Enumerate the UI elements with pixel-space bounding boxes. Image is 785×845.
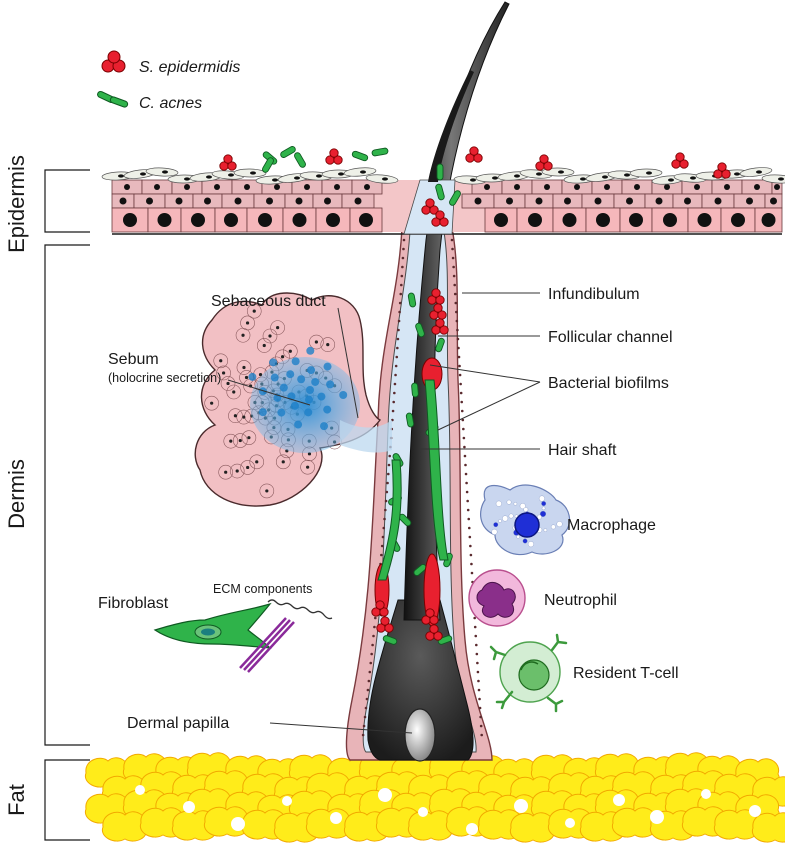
label-neutrophil: Neutrophil [544,592,617,609]
dermal-papilla [404,708,436,762]
layer-brackets [44,169,90,841]
legend-s-epidermidis: S. epidermidis [139,59,240,76]
label-infundibulum: Infundibulum [548,286,640,303]
label-bacterial-biofilms: Bacterial biofilms [548,375,669,392]
sebum-secretion [250,357,360,453]
sebaceous-duct [340,420,392,453]
layer-label-fat: Fat [4,784,29,816]
sebaceous-gland [194,292,392,507]
label-dermal-papilla: Dermal papilla [127,715,229,732]
legend: S. epidermidis C. acnes [97,50,240,112]
leader-lines [227,292,541,734]
legend-c-acnes: C. acnes [139,95,202,112]
label-ecm-components: ECM components [213,582,312,596]
macrophage-cell [480,484,571,556]
fibroblast-cell [153,599,333,673]
neutrophil-cell [468,569,526,627]
sebum-cells [248,346,348,431]
label-follicular-channel: Follicular channel [548,329,673,346]
epidermis [101,70,785,235]
label-sebum: Sebum [108,351,159,368]
label-sebaceous-duct: Sebaceous duct [211,293,326,310]
label-holocrine: (holocrine secretion) [108,371,221,385]
ecm-fibers [239,599,333,673]
t-cell [489,633,568,713]
label-resident-t-cell: Resident T-cell [573,665,679,682]
layer-label-dermis: Dermis [4,459,29,529]
layer-label-epidermis: Epidermis [4,155,29,253]
label-hair-shaft: Hair shaft [548,442,617,459]
s-epidermidis-legend-icon [101,50,126,73]
fat-layer [84,752,785,843]
bacteria [219,146,731,645]
keratinocytes [111,179,783,233]
c-acnes-legend-icon [97,90,129,108]
stratum-corneum [101,167,785,185]
label-macrophage: Macrophage [567,517,656,534]
label-fibroblast: Fibroblast [98,595,169,612]
